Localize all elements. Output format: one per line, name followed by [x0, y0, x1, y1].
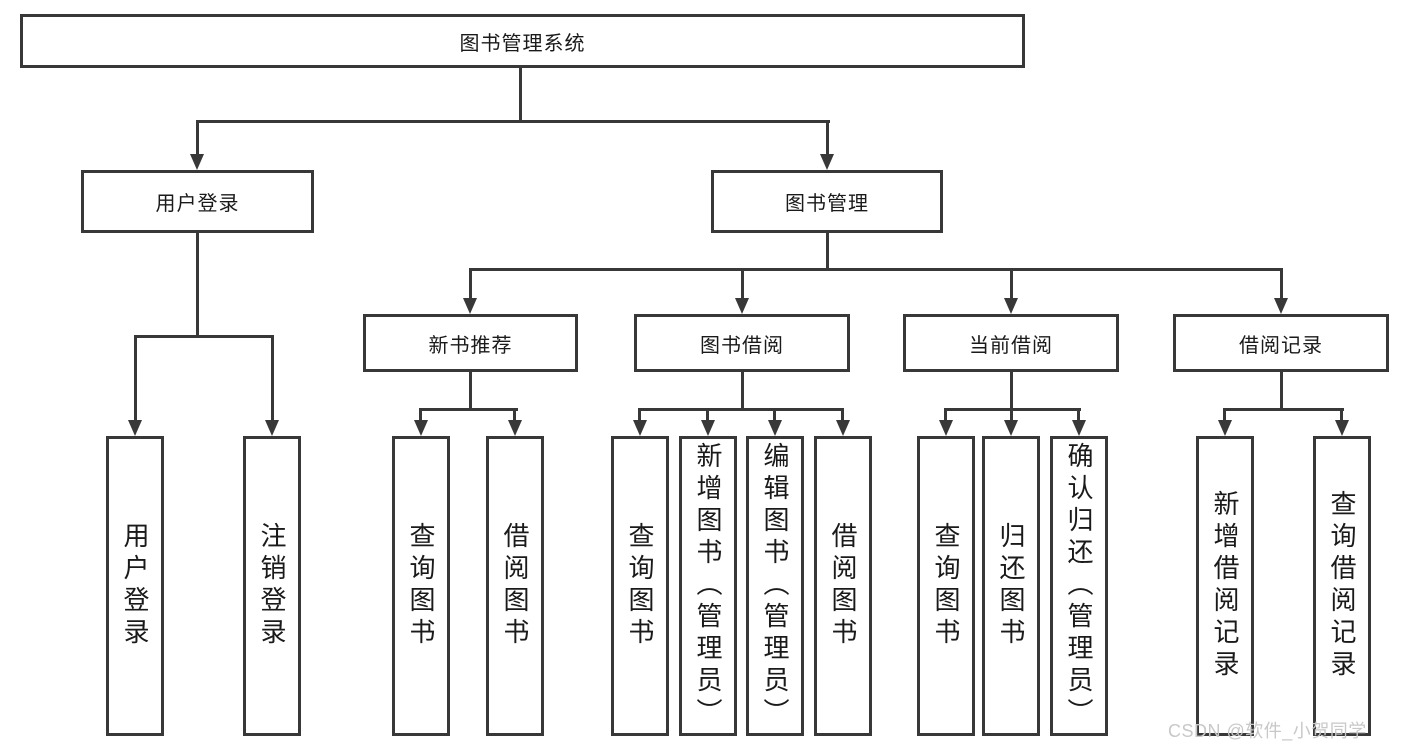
- node-leaf-add-books-admin: 新增图书（管理员）: [679, 436, 737, 736]
- node-new-book-recommend: 新书推荐: [363, 314, 578, 372]
- connector-leaf-line: [706, 408, 709, 422]
- node-user-login: 用户登录: [81, 170, 314, 233]
- connector-to-book-management-line: [826, 120, 829, 157]
- connector-root-crossbar-line: [196, 120, 830, 123]
- node-leaf-query-borrow-record: 查询借阅记录: [1313, 436, 1371, 736]
- arrow-down-icon: [1072, 420, 1086, 436]
- node-book-management: 图书管理: [711, 170, 943, 233]
- arrow-down-icon: [1335, 420, 1349, 436]
- node-book-borrowing: 图书借阅: [634, 314, 850, 372]
- arrow-down-icon: [1004, 420, 1018, 436]
- connector-borrowing-records-stem-line: [1280, 372, 1283, 408]
- node-leaf-edit-books-admin: 编辑图书（管理员）: [746, 436, 804, 736]
- arrow-down-icon: [939, 420, 953, 436]
- connector-to-borrowing-records-line: [1280, 268, 1283, 300]
- connector-to-book-borrowing-line: [741, 268, 744, 300]
- node-leaf-add-borrow-record: 新增借阅记录: [1196, 436, 1254, 736]
- arrow-down-icon: [463, 298, 477, 314]
- connector-leaf-line: [773, 408, 776, 422]
- node-leaf-query-books-current: 查询图书: [917, 436, 975, 736]
- connector-leaf-line: [1077, 408, 1080, 422]
- arrow-down-icon: [190, 154, 204, 170]
- connector-to-current-borrowing-line: [1010, 268, 1013, 300]
- connector-user-login-stem-line: [196, 233, 199, 335]
- csdn-watermark: CSDN @软件_小贺同学: [1168, 721, 1367, 741]
- connector-leaf-line: [944, 408, 947, 422]
- arrow-down-icon: [1218, 420, 1232, 436]
- arrow-down-icon: [265, 420, 279, 436]
- connector-leaf-line: [419, 408, 422, 422]
- connector-borrowing-records-crossbar-line: [1223, 408, 1344, 411]
- node-leaf-user-login: 用户登录: [106, 436, 164, 736]
- arrow-down-icon: [633, 420, 647, 436]
- connector-new-book-recommend-stem-line: [469, 372, 472, 408]
- arrow-down-icon: [414, 420, 428, 436]
- connector-leaf-line: [1223, 408, 1226, 422]
- connector-to-new-book-recommend-line: [469, 268, 472, 300]
- connector-to-leaf-user-login-line: [134, 335, 137, 422]
- connector-book-borrowing-stem-line: [741, 372, 744, 408]
- arrow-down-icon: [836, 420, 850, 436]
- connector-current-borrowing-stem-line: [1010, 372, 1013, 408]
- arrow-down-icon: [735, 298, 749, 314]
- connector-book-borrowing-crossbar-line: [638, 408, 844, 411]
- node-leaf-query-books-borrowing: 查询图书: [611, 436, 669, 736]
- arrow-down-icon: [508, 420, 522, 436]
- arrow-down-icon: [128, 420, 142, 436]
- node-leaf-borrow-books-recommend: 借阅图书: [486, 436, 544, 736]
- connector-book-management-crossbar-line: [469, 268, 1283, 271]
- node-leaf-confirm-return-admin: 确认归还（管理员）: [1050, 436, 1108, 736]
- arrow-down-icon: [701, 420, 715, 436]
- connector-leaf-line: [1010, 408, 1013, 422]
- node-current-borrowing: 当前借阅: [903, 314, 1119, 372]
- connector-leaf-line: [1340, 408, 1343, 422]
- connector-leaf-line: [513, 408, 516, 422]
- arrow-down-icon: [1274, 298, 1288, 314]
- arrow-down-icon: [820, 154, 834, 170]
- node-leaf-borrow-books: 借阅图书: [814, 436, 872, 736]
- connector-leaf-line: [638, 408, 641, 422]
- node-leaf-return-books: 归还图书: [982, 436, 1040, 736]
- connector-to-user-login-line: [196, 120, 199, 157]
- node-leaf-query-books-recommend: 查询图书: [392, 436, 450, 736]
- node-leaf-logout: 注销登录: [243, 436, 301, 736]
- connector-leaf-line: [841, 408, 844, 422]
- node-library-management-system: 图书管理系统: [20, 14, 1025, 68]
- arrow-down-icon: [1004, 298, 1018, 314]
- connector-to-leaf-logout-line: [271, 335, 274, 422]
- connector-root-stem-line: [519, 68, 522, 120]
- connector-user-login-crossbar-line: [134, 335, 274, 338]
- node-borrowing-records: 借阅记录: [1173, 314, 1389, 372]
- connector-new-book-recommend-crossbar-line: [419, 408, 518, 411]
- arrow-down-icon: [768, 420, 782, 436]
- connector-book-management-stem-line: [826, 233, 829, 268]
